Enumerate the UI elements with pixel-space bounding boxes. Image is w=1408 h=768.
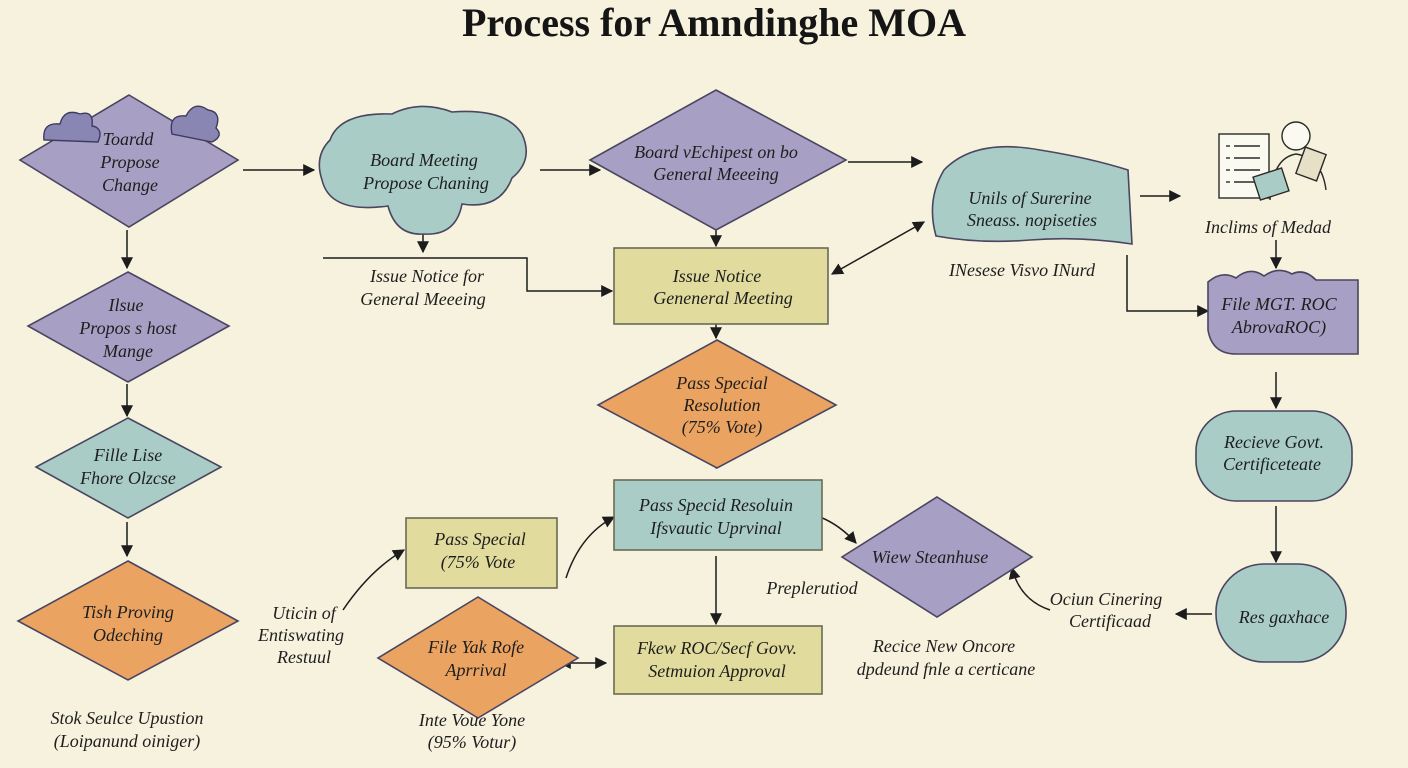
wiew-label: Wiew Steanhuse bbox=[872, 547, 988, 567]
issue-notice-box-line-2: Geneneral Meeting bbox=[653, 288, 792, 308]
node-board-meeting: Board Meeting Propose Chaning bbox=[318, 105, 528, 235]
inesese-label: INesese Visvo INurd bbox=[948, 260, 1096, 280]
node-issue-propose: Ilsue Propos s host Mange bbox=[26, 271, 231, 383]
board-propose-line-2: Propose bbox=[99, 152, 159, 172]
storm-cloud-icon bbox=[43, 105, 220, 143]
node-file-mgt: File MGT. ROC AbrovaROC) bbox=[1207, 269, 1359, 355]
res-guxhace-label: Res gaxhace bbox=[1238, 607, 1329, 627]
stock-note: Stok Seulce Upustion (Loipanund oiniger) bbox=[51, 708, 204, 752]
inclines-label: Inclims of Medad bbox=[1204, 217, 1332, 237]
node-pass-special-resolution: Pass Special Resolution (75% Vote) bbox=[596, 339, 838, 469]
uticin-note: Uticin of Entiswating Restuul bbox=[257, 603, 344, 667]
node-wiew-steanhuse: Wiew Steanhuse bbox=[840, 496, 1034, 618]
pass-sped-res-line-1: Pass Specid Resoluin bbox=[638, 495, 793, 515]
board-meeting-line-2: Propose Chaning bbox=[362, 173, 489, 193]
file-yak-line-1: File Yak Rofe bbox=[427, 637, 524, 657]
file-lise-line-2: Fhore Olzcse bbox=[79, 468, 176, 488]
file-lise-line-1: Fille Lise bbox=[93, 445, 163, 465]
pass-special-small-line-2: (75% Vote bbox=[441, 552, 515, 573]
pass-special-res-line-1: Pass Special bbox=[675, 373, 768, 393]
recice-new-line-1: Recice New Oncore bbox=[872, 636, 1015, 656]
issue-notice-text: Issue Notice for General Meeeing bbox=[360, 266, 485, 309]
board-eclipse-line-2: General Meeeing bbox=[653, 164, 778, 184]
ociun-line-2: Certificaad bbox=[1069, 611, 1152, 631]
fkew-roc-line-1: Fkew ROC/Secf Govv. bbox=[636, 638, 797, 658]
board-propose-line-3: Change bbox=[102, 175, 158, 195]
node-units-wave: Unils of Surerine Sneass. nopiseties bbox=[931, 145, 1133, 245]
pass-special-res-line-2: Resolution bbox=[683, 395, 761, 415]
units-line-1: Unils of Surerine bbox=[968, 188, 1091, 208]
issue-propose-line-2: Propos s host bbox=[78, 318, 177, 338]
tish-proving-line-1: Tish Proving bbox=[82, 602, 174, 622]
issue-propose-line-1: Ilsue bbox=[108, 295, 144, 315]
node-file-yak: File Yak Rofe Aprrival bbox=[376, 596, 580, 719]
recice-new-note: Recice New Oncore dpdeund fnle a certica… bbox=[857, 636, 1035, 679]
board-eclipse-line-1: Board vEchipest on bo bbox=[634, 142, 798, 162]
issue-notice-text-line-2: General Meeeing bbox=[360, 289, 485, 309]
recice-new-line-2: dpdeund fnle a certicane bbox=[857, 659, 1035, 679]
diagram-title: Process for Amndinghe MOA bbox=[462, 0, 966, 45]
preplerutiod-label: Preplerutiod bbox=[765, 578, 858, 598]
board-propose-line-1: Toardd bbox=[103, 129, 155, 149]
node-board-propose: Toardd Propose Change bbox=[18, 94, 240, 228]
node-issue-notice-box: Issue Notice Geneneral Meeting bbox=[613, 247, 829, 325]
ociun-line-1: Ociun Cinering bbox=[1050, 589, 1163, 609]
node-tish-proving: Tish Proving Odeching bbox=[16, 560, 240, 681]
uticin-line-1: Uticin of bbox=[272, 603, 338, 623]
uticin-line-2: Entiswating bbox=[257, 625, 344, 645]
node-pass-special-small: Pass Special (75% Vote bbox=[405, 517, 558, 589]
issue-propose-line-3: Mange bbox=[102, 341, 153, 361]
ociun-note: Ociun Cinering Certificaad bbox=[1050, 589, 1163, 631]
node-fkew-roc: Fkew ROC/Secf Govv. Setmuion Approval bbox=[613, 625, 823, 695]
file-mgt-line-1: File MGT. ROC bbox=[1220, 294, 1337, 314]
issue-notice-box-line-1: Issue Notice bbox=[672, 266, 761, 286]
recieve-govt-line-1: Recieve Govt. bbox=[1223, 432, 1324, 452]
pass-sped-res-line-2: Ifsvautic Uprvinal bbox=[649, 518, 781, 538]
issue-notice-text-line-1: Issue Notice for bbox=[369, 266, 485, 286]
file-yak-line-2: Aprrival bbox=[445, 660, 507, 680]
file-mgt-line-2: AbrovaROC) bbox=[1231, 317, 1326, 338]
node-pass-sped-res: Pass Specid Resoluin Ifsvautic Uprvinal bbox=[613, 479, 823, 551]
node-board-eclipse: Board vEchipest on bo General Meeeing bbox=[588, 89, 848, 231]
pass-special-res-line-3: (75% Vote) bbox=[682, 417, 762, 438]
board-meeting-line-1: Board Meeting bbox=[370, 150, 478, 170]
uticin-line-3: Restuul bbox=[276, 647, 331, 667]
units-line-2: Sneass. nopiseties bbox=[967, 210, 1097, 230]
inte-voue-line-2: (95% Votur) bbox=[428, 732, 517, 753]
stock-note-line-2: (Loipanund oiniger) bbox=[54, 731, 201, 752]
inte-voue-note: Inte Voue Yone (95% Votur) bbox=[418, 710, 525, 753]
node-recieve-govt: Recieve Govt. Certificeteate bbox=[1195, 410, 1353, 502]
tish-proving-line-2: Odeching bbox=[93, 625, 163, 645]
stock-note-line-1: Stok Seulce Upustion bbox=[51, 708, 204, 728]
document-user-icon bbox=[1218, 121, 1328, 201]
node-res-guxhace: Res gaxhace bbox=[1215, 563, 1347, 663]
pass-special-small-line-1: Pass Special bbox=[433, 529, 526, 549]
fkew-roc-line-2: Setmuion Approval bbox=[648, 661, 786, 681]
inte-voue-line-1: Inte Voue Yone bbox=[418, 710, 525, 730]
recieve-govt-line-2: Certificeteate bbox=[1223, 454, 1321, 474]
node-file-lise: Fille Lise Fhore Olzcse bbox=[34, 417, 223, 519]
